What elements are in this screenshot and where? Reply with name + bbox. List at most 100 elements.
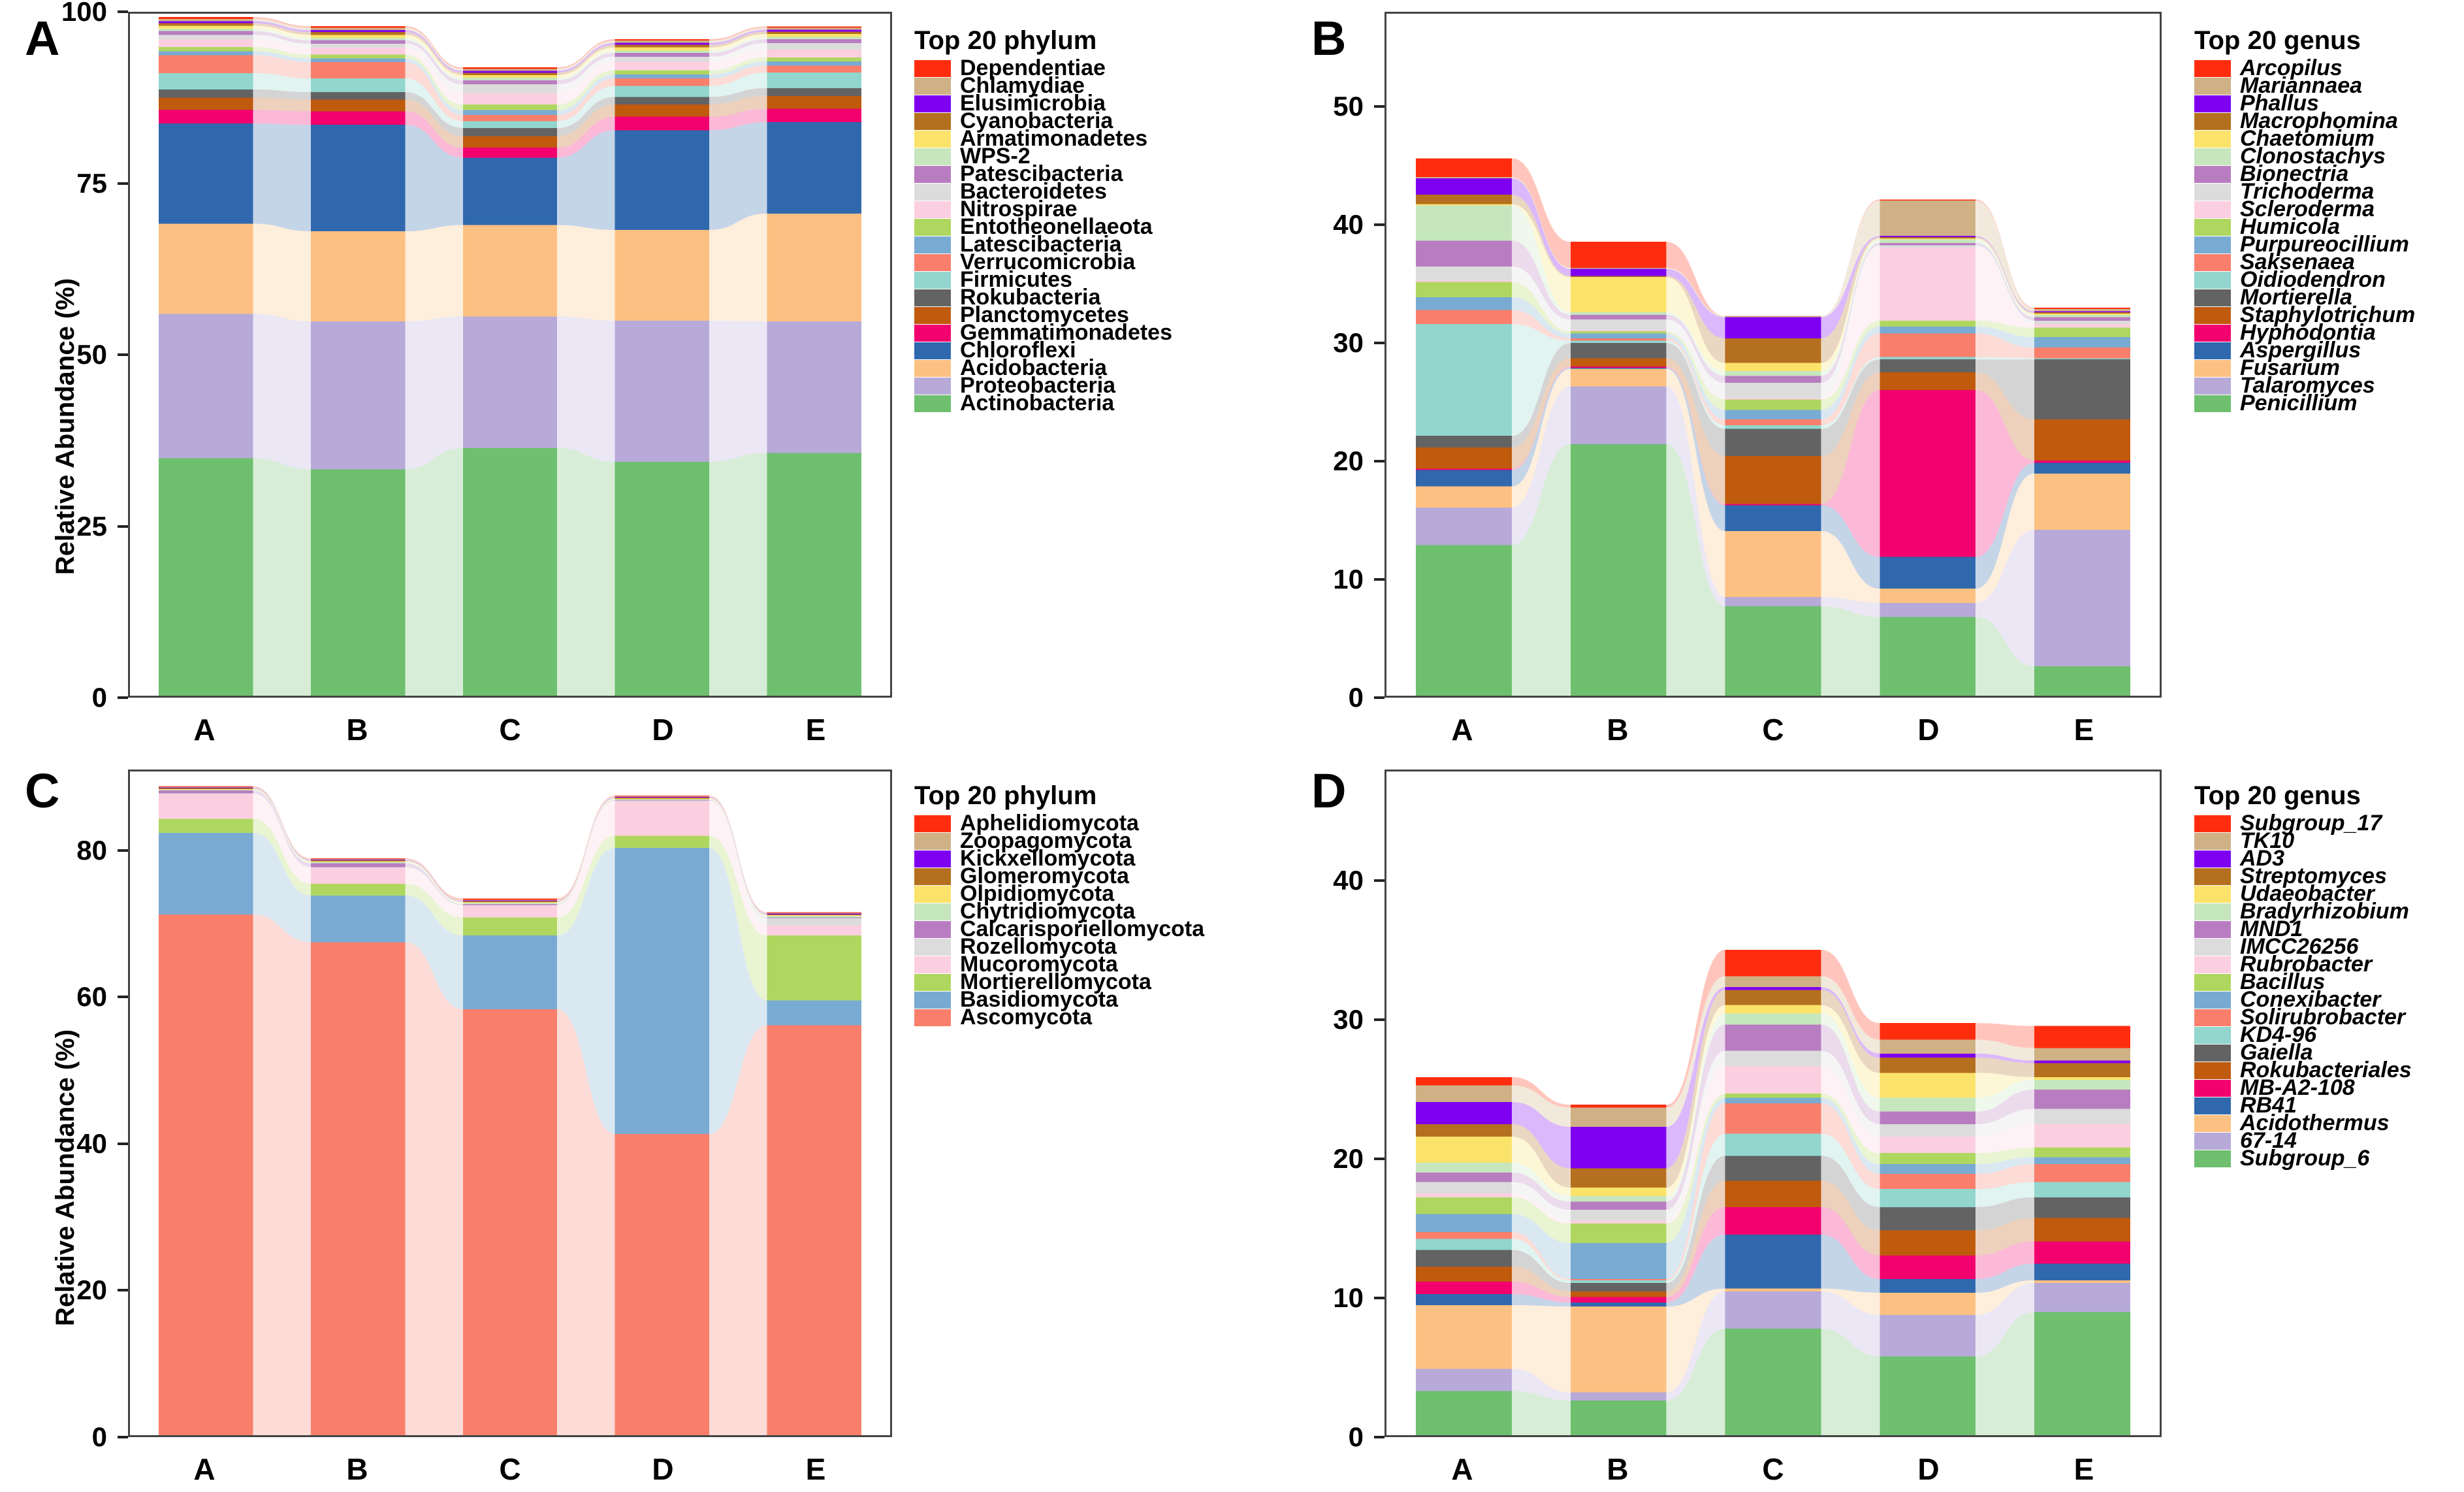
legend-item[interactable]: Rokubacteriales [2194,1059,2412,1081]
legend-item[interactable]: AD3 [2194,847,2412,869]
legend-item[interactable]: Hyphodontia [2194,321,2415,344]
stack-segment [159,110,253,124]
legend-item[interactable]: Proteobacteria [914,374,1172,397]
legend-item[interactable]: Udaeobacter [2194,883,2412,905]
legend-item[interactable]: Zoopagomycota [914,830,1204,852]
flow-ribbon [1821,201,1880,317]
legend-item[interactable]: Firmicutes [914,268,1172,291]
legend-item[interactable]: Subgroup_6 [2194,1147,2412,1169]
flow-ribbon [1666,267,1725,317]
legend-item[interactable]: Talaromyces [2194,374,2415,397]
legend-item[interactable]: Chytridiomycota [914,900,1204,922]
legend-item[interactable]: Purpureocillium [2194,233,2415,255]
legend-item[interactable]: Bradyrhizobium [2194,900,2412,922]
legend-color-swatch [2194,1150,2231,1167]
legend-item[interactable]: Bionectria [2194,163,2415,185]
legend-item[interactable]: Mortierellomycota [914,971,1204,993]
stack-segment [1415,1197,1512,1214]
legend-item[interactable]: IMCC26256 [2194,935,2412,958]
panel-a-ylabel: Relative Abundance (%) [51,278,80,575]
legend-item[interactable]: Patescibacteria [914,163,1172,185]
legend-item[interactable]: Staphylotrichum [2194,304,2415,326]
legend-item[interactable]: Aphelidiomycota [914,812,1204,834]
x-tick-label: B [346,713,368,747]
legend-item[interactable]: Acidobacteria [914,357,1172,379]
legend-item[interactable]: Mucoromycota [914,953,1204,975]
legend-item[interactable]: Bacillus [2194,971,2412,993]
legend-color-swatch [2194,956,2231,973]
legend-item[interactable]: Verrucomicrobia [914,251,1172,273]
stack-segment [1725,1288,1821,1291]
legend-item[interactable]: MB-A2-108 [2194,1077,2412,1099]
stack-segment [1725,1180,1821,1207]
stack-segment [1415,1239,1512,1250]
legend-item[interactable]: Phallus [2194,91,2415,116]
legend-item[interactable]: Mariannaea [2194,74,2415,97]
stack-segment [615,320,709,462]
legend-item[interactable]: Actinobacteria [914,392,1172,414]
legend-item[interactable]: 67-14 [2194,1129,2412,1152]
legend-item[interactable]: Trichoderma [2194,180,2415,203]
stack-segment [1880,1097,1976,1112]
legend-item[interactable]: WPS-2 [914,145,1172,167]
legend-item[interactable]: Chloroflexi [914,339,1172,361]
y-tick-mark [1374,1297,1384,1300]
legend-item[interactable]: KD4-96 [2194,1024,2412,1046]
legend-item[interactable]: Olpidiomycota [914,883,1204,905]
legend-item[interactable]: Chaetomium [2194,127,2415,150]
legend-item[interactable]: Macrophomina [2194,110,2415,132]
legend-item[interactable]: Penicillium [2194,392,2415,414]
legend-item[interactable]: Calcarisporiellomycota [914,918,1204,940]
legend-item[interactable]: Subgroup_17 [2194,812,2412,834]
legend-item[interactable]: Solirubrobacter [2194,1006,2412,1028]
legend-item[interactable]: Dependentiae [914,57,1172,79]
legend-item-label: Phallus [2240,91,2319,116]
legend-item[interactable]: Latescibacteria [914,233,1172,255]
flow-ribbon [1511,1214,1571,1279]
legend-item[interactable]: Bacteroidetes [914,180,1172,203]
x-tick-label: C [499,713,521,747]
x-tick-label: A [193,1452,216,1486]
stack-segment [159,914,253,1435]
y-tick-label: 20 [1333,1143,1364,1175]
legend-item[interactable]: Mortierella [2194,286,2415,308]
flow-ribbon [1976,1089,2035,1124]
legend-item[interactable]: Entotheonellaeota [914,216,1172,238]
legend-item[interactable]: Acidothermus [2194,1112,2412,1134]
legend-item[interactable]: Glomeromycota [914,865,1204,887]
legend-item[interactable]: Aspergillus [2194,339,2415,361]
legend-item[interactable]: Ascomycota [914,1006,1204,1028]
legend-item-label: Oidiodendron [2240,267,2386,292]
legend-item[interactable]: Rubrobacter [2194,953,2412,975]
legend-item[interactable]: Humicola [2194,216,2415,238]
flow-ribbon [1666,987,1725,1169]
legend-item[interactable]: Oidiodendron [2194,267,2415,292]
legend-item[interactable]: Streptomyces [2194,865,2412,887]
legend-item[interactable]: Chlamydiae [914,74,1172,97]
flow-ribbon [1821,326,1880,419]
legend-item[interactable]: Nitrospirae [914,198,1172,220]
legend-item[interactable]: Planctomycetes [914,304,1172,326]
stack-segment [1880,1124,1976,1137]
legend-item[interactable]: Elusimicrobia [914,92,1172,114]
legend-item[interactable]: Cyanobacteria [914,110,1172,132]
legend-item[interactable]: Armatimonadetes [914,127,1172,150]
legend-item[interactable]: Rokubacteria [914,286,1172,308]
legend-item[interactable]: Rozellomycota [914,935,1204,958]
legend-item[interactable]: Gemmatimonadetes [914,321,1172,344]
legend-item[interactable]: Arcopilus [2194,57,2415,79]
legend-item[interactable]: Conexibacter [2194,988,2412,1011]
legend-item[interactable]: Clonostachys [2194,145,2415,167]
legend-item[interactable]: RB41 [2194,1094,2412,1116]
legend-item[interactable]: MND1 [2194,918,2412,940]
legend-item[interactable]: Gaiella [2194,1041,2412,1063]
legend-item[interactable]: Kickxellomycota [914,847,1204,869]
stack-segment [159,786,253,787]
legend-item[interactable]: Fusarium [2194,357,2415,379]
legend-item[interactable]: Saksenaea [2194,251,2415,273]
legend-item[interactable]: Scleroderma [2194,198,2415,220]
legend-item[interactable]: Basidiomycota [914,988,1204,1011]
legend-item[interactable]: TK10 [2194,830,2412,852]
stack-segment [767,915,861,916]
